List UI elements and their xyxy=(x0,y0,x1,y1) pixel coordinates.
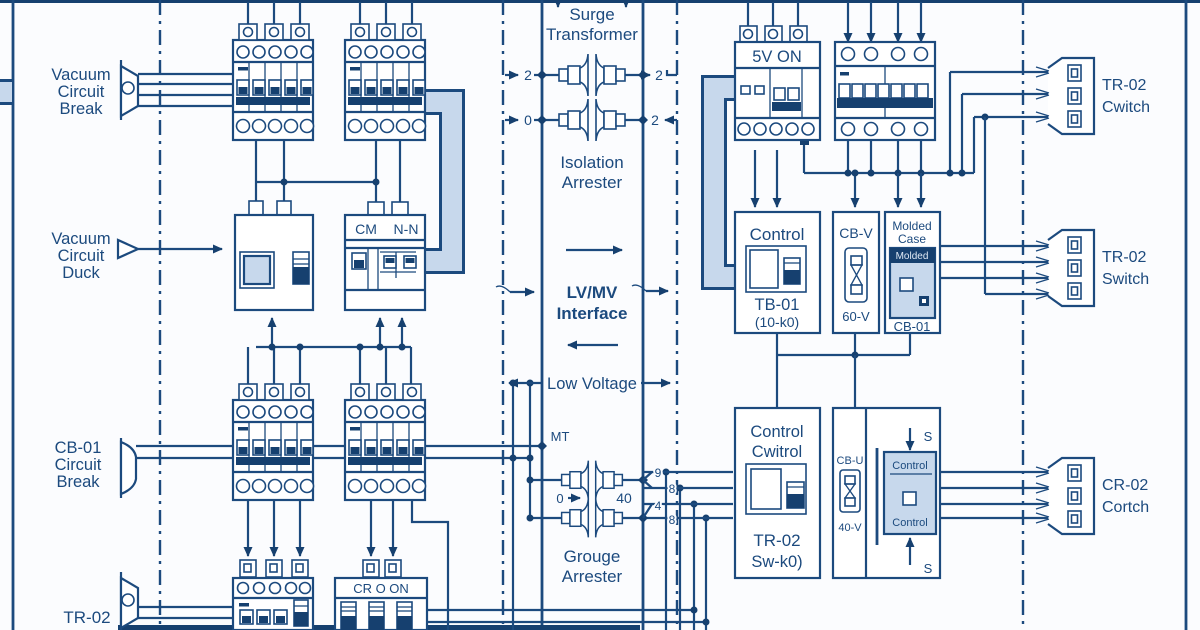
num-40-label: 40 xyxy=(616,490,632,506)
connector1-label-2: Cwitch xyxy=(1102,99,1150,116)
molded-title2: Case xyxy=(898,232,926,246)
molded-inner-label: Molded xyxy=(896,251,929,262)
lv-breaker-module-2 xyxy=(343,382,427,502)
mv-breaker-module-1 xyxy=(231,22,315,142)
cbv-value: 60-V xyxy=(842,309,870,324)
vcb-label-3: Break xyxy=(59,100,103,118)
grouge-arrester-symbol-2 xyxy=(560,497,624,539)
arrester-label: Arrester xyxy=(562,173,623,192)
bottom-breaker-module-2: CR O ON xyxy=(333,559,429,630)
cm-nn-box: CM N-N xyxy=(343,201,427,312)
vcd-label-3: Duck xyxy=(62,264,100,282)
g1-title2: Cwitrol xyxy=(752,443,802,461)
cbu-s-bottom: S xyxy=(924,561,933,576)
low-voltage-label: Low Voltage xyxy=(547,375,637,393)
cb01-connector xyxy=(119,436,138,500)
xfmr2-right-num: 2 xyxy=(651,112,659,128)
tb01-line1: TB-01 xyxy=(755,296,800,314)
num-0-label: 0 xyxy=(556,491,563,506)
tr02-plug-connector-1 xyxy=(1046,56,1096,136)
mv-breaker-module-2 xyxy=(343,22,427,142)
tr02-bottom-label: TR-02 xyxy=(63,608,110,627)
plug3-flares xyxy=(1035,466,1050,524)
grouge-label: Grouge xyxy=(564,547,621,566)
cbu-control-box: CB-U 40-V Control Control S S xyxy=(831,406,942,580)
vcd-label-2: Circuit xyxy=(58,247,105,265)
wiring xyxy=(116,2,1048,630)
cb01-label-3: Break xyxy=(56,473,100,491)
cb01-label-2: Circuit xyxy=(55,456,102,474)
cbu-s-top: S xyxy=(924,429,933,444)
nn-label: N-N xyxy=(394,221,419,237)
interface-label: Interface xyxy=(557,304,628,323)
arrester-num-2: 8 xyxy=(669,482,676,496)
center-channel: Surge Transformer 2 2 0 2 Isolation Arre… xyxy=(495,0,678,588)
plug2-flares xyxy=(1035,240,1050,300)
vacuum-circuit-duck-box xyxy=(233,200,315,312)
cr02-plug-connector-3 xyxy=(1046,456,1096,536)
arrester-num-3: 4 xyxy=(655,499,662,513)
connector2-label-2: Switch xyxy=(1102,271,1149,288)
grouge-arrester-label: Arrester xyxy=(562,567,623,586)
lv-breaker-module-1 xyxy=(231,382,315,502)
molded-value: CB-01 xyxy=(894,319,931,334)
cb01-label-1: CB-01 xyxy=(55,439,102,457)
tr02-connector-bottom xyxy=(119,570,140,630)
cr-box-title: CR O ON xyxy=(353,581,409,596)
control-tb01-box: Control TB-01 (10-k0) xyxy=(733,210,822,335)
vacuum-circuit-breaker-connector xyxy=(119,58,140,122)
cbu-value: 40-V xyxy=(838,522,862,534)
arrester-num-1: 9 xyxy=(655,466,662,480)
cbu-inner-top: Control xyxy=(892,460,927,472)
tb01-line2: (10-k0) xyxy=(755,314,799,330)
mt-label: MT xyxy=(551,429,570,444)
bottom-breaker-module-1 xyxy=(231,559,315,630)
plug1-flares xyxy=(1035,66,1050,123)
surge-transformer-symbol-2 xyxy=(558,98,626,142)
cbu-title: CB-U xyxy=(837,455,864,467)
breaker-title: 5V ON xyxy=(752,48,802,66)
connector3-label-1: CR-02 xyxy=(1102,477,1148,494)
molded-title1: Molded xyxy=(892,219,931,233)
lv-feeder-breaker xyxy=(833,40,937,142)
g1-line1: TR-02 xyxy=(753,531,800,550)
g1-title1: Control xyxy=(750,423,803,441)
xfmr1-left-num: 2 xyxy=(524,67,532,83)
grouge-arrester-symbol-1 xyxy=(560,459,624,501)
connector1-label-1: TR-02 xyxy=(1102,77,1147,94)
xfmr2-left-num: 0 xyxy=(524,112,532,128)
g1-line2: Sw-k0) xyxy=(751,553,802,571)
arrester-num-4: 8 xyxy=(669,513,676,527)
cbv-box: CB-V 60-V xyxy=(831,210,881,335)
transformer-label: Transformer xyxy=(546,25,638,44)
connector2-label-1: TR-02 xyxy=(1102,249,1147,266)
vcd-label-1: Vacuum xyxy=(51,230,110,248)
lvmv-label: LV/MV xyxy=(567,283,618,302)
vcb-label-2: Circuit xyxy=(58,83,105,101)
cbu-inner-bottom: Control xyxy=(892,517,927,529)
cbv-title: CB-V xyxy=(839,225,873,241)
cm-label: CM xyxy=(355,221,377,237)
control-tr02-box: Control Cwitrol TR-02 Sw-k0) xyxy=(733,406,822,580)
molded-case-box: Molded Case Molded CB-01 xyxy=(883,210,942,335)
connector3-label-2: Cortch xyxy=(1102,499,1149,516)
xfmr1-right-num: 2 xyxy=(655,67,663,83)
tr02-plug-connector-2 xyxy=(1046,228,1096,308)
bus-pipes xyxy=(0,75,737,290)
surge-label: Surge xyxy=(569,5,614,24)
vcb-label-1: Vacuum xyxy=(51,66,110,84)
tb01-title: Control xyxy=(750,225,805,244)
lv-main-breaker: 5V ON xyxy=(733,25,822,142)
surge-transformer-symbol-1 xyxy=(558,53,626,97)
labels: Vacuum Circuit Break Vacuum Circuit Duck… xyxy=(51,66,1150,627)
isolation-label: Isolation xyxy=(560,153,623,172)
